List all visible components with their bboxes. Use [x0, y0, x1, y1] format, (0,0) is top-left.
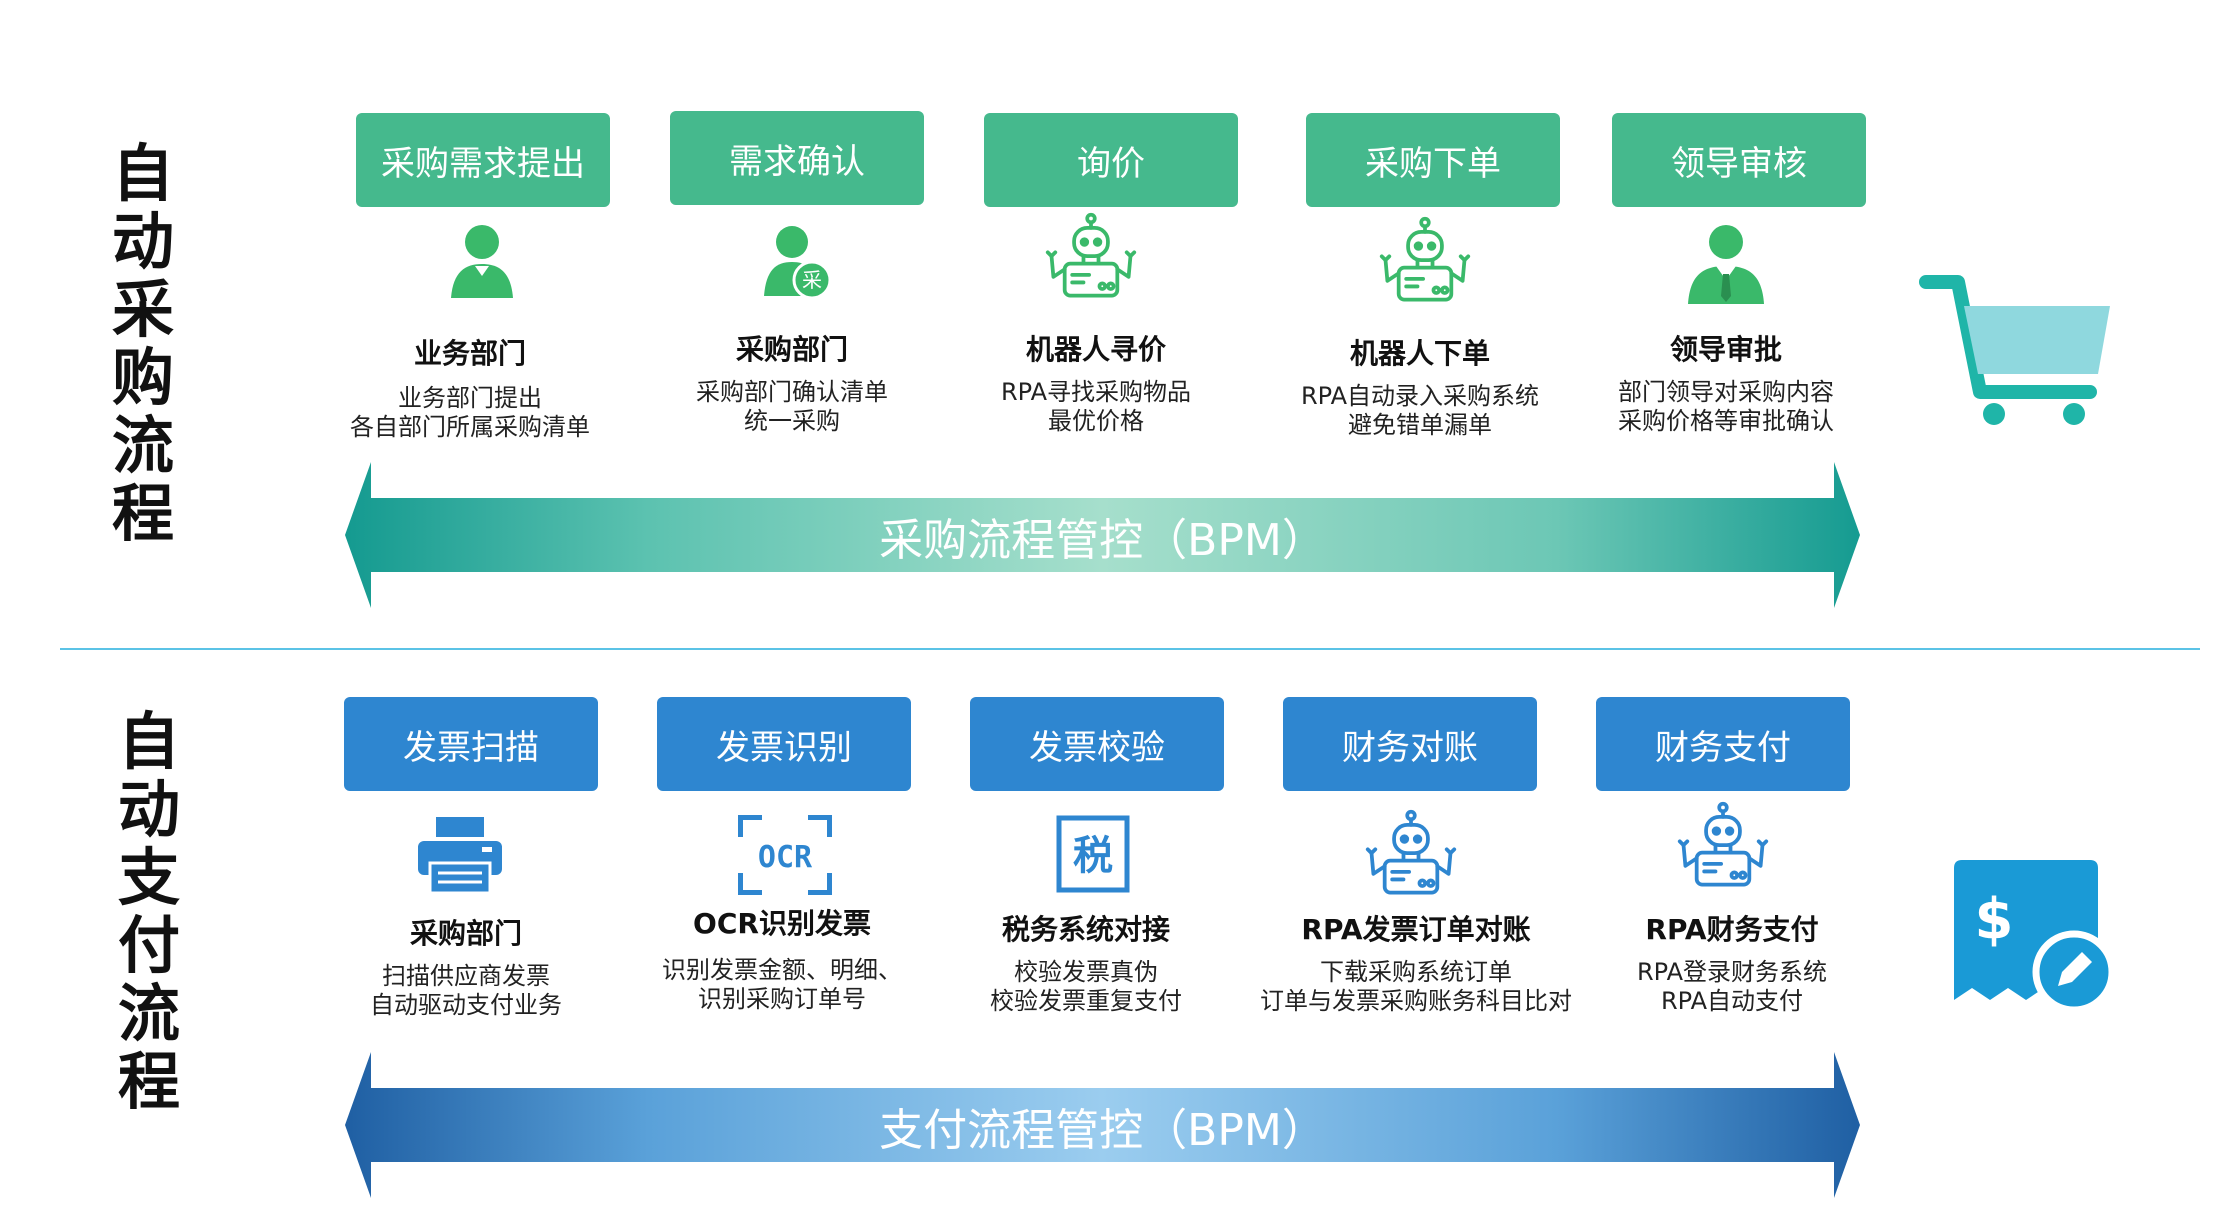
payment-bpm-label: 支付流程管控（BPM） — [879, 1105, 1326, 1156]
step-label: 税务系统对接 — [1001, 913, 1170, 946]
desc-line: 各自部门所属采购清单 — [350, 413, 590, 441]
desc-line: RPA自动录入采购系统 — [1300, 382, 1540, 410]
desc-line: 校验发票真伪 — [1014, 958, 1158, 986]
step-label: 采购部门 — [409, 917, 522, 950]
dollar-sign: $ — [1975, 887, 2014, 952]
desc-line: RPA登录财务系统 — [1636, 958, 1828, 986]
tax-text: 税 — [1073, 833, 1113, 879]
step-label: OCR识别发票 — [693, 907, 871, 940]
step-description: RPA自动录入采购系统 避免错单漏单 — [1230, 382, 1610, 440]
desc-line: RPA自动支付 — [1660, 987, 1804, 1015]
title-char: 购 — [112, 341, 175, 414]
section-divider — [60, 648, 2200, 650]
title-char: 程 — [118, 1045, 181, 1118]
step-description: 校验发票真伪 校验发票重复支付 — [896, 958, 1276, 1016]
ocr-text: OCR — [758, 840, 813, 875]
step-box-inquiry: 询价 — [984, 113, 1238, 207]
step-box-finance-reconcile: 财务对账 — [1283, 697, 1537, 791]
step-description: 采购部门确认清单 统一采购 — [602, 378, 982, 436]
desc-line: RPA寻找采购物品 — [1000, 378, 1192, 406]
step-box-invoice-verify: 发票校验 — [970, 697, 1224, 791]
step-box-place-order: 采购下单 — [1306, 113, 1560, 207]
desc-line: 自动驱动支付业务 — [370, 991, 562, 1019]
payment-bpm-arrow — [345, 1052, 1860, 1198]
payment-section-title: 自 动 支 付 流 程 — [118, 708, 180, 1116]
step-box-finance-payment: 财务支付 — [1596, 697, 1850, 791]
step-description: RPA寻找采购物品 最优价格 — [906, 378, 1286, 436]
desc-line: 最优价格 — [1048, 407, 1144, 435]
purchase-bpm-label: 采购流程管控（BPM） — [879, 515, 1326, 566]
desc-line: 识别发票金额、明细、 — [662, 956, 902, 984]
step-box-invoice-recognition: 发票识别 — [657, 697, 911, 791]
title-char: 程 — [112, 477, 175, 550]
step-label: 机器人寻价 — [1025, 333, 1166, 366]
desc-line: 统一采购 — [744, 407, 840, 435]
title-char: 采 — [112, 273, 175, 346]
step-label: 领导审批 — [1669, 333, 1782, 366]
purchaser-badge: 采 — [802, 268, 822, 292]
invoice-dollar-icon: $ — [1954, 860, 2116, 1014]
step-label: 业务部门 — [413, 337, 526, 370]
desc-line: 订单与发票采购账务科目比对 — [1260, 987, 1572, 1015]
step-box-purchase-request: 采购需求提出 — [356, 113, 610, 207]
desc-line: 下载采购系统订单 — [1320, 958, 1512, 986]
step-description: 部门领导对采购内容 采购价格等审批确认 — [1536, 378, 1916, 436]
purchase-bpm-arrow — [345, 462, 1860, 608]
step-description: 下载采购系统订单 订单与发票采购账务科目比对 — [1226, 958, 1606, 1016]
desc-line: 避免错单漏单 — [1348, 411, 1492, 439]
desc-line: 采购部门确认清单 — [696, 378, 888, 406]
robot-icon — [1378, 215, 1472, 309]
shopping-cart-icon — [1919, 275, 2110, 425]
title-char: 流 — [118, 977, 181, 1050]
user-icon — [451, 225, 513, 298]
desc-line: 业务部门提出 — [398, 384, 542, 412]
desc-line: 识别采购订单号 — [698, 985, 866, 1013]
desc-line: 部门领导对采购内容 — [1618, 378, 1834, 406]
robot-icon — [1676, 800, 1770, 894]
step-description: RPA登录财务系统 RPA自动支付 — [1542, 958, 1922, 1016]
step-label: RPA财务支付 — [1645, 913, 1819, 946]
tax-icon: 税 — [1056, 815, 1130, 893]
purchaser-icon: 采 — [764, 226, 832, 300]
desc-line: 采购价格等审批确认 — [1618, 407, 1834, 435]
step-description: 业务部门提出 各自部门所属采购清单 — [280, 384, 660, 442]
title-char: 自 — [118, 705, 181, 778]
purchase-section-title: 自 动 采 购 流 程 — [112, 140, 174, 548]
ocr-icon: OCR — [738, 815, 832, 895]
robot-icon — [1364, 808, 1458, 902]
title-char: 支 — [118, 841, 181, 914]
step-box-demand-confirm: 需求确认 — [670, 111, 924, 205]
printer-icon — [418, 817, 502, 895]
step-description: 识别发票金额、明细、 识别采购订单号 — [592, 956, 972, 1014]
title-char: 流 — [112, 409, 175, 482]
step-box-leader-review: 领导审核 — [1612, 113, 1866, 207]
step-label: 采购部门 — [735, 333, 848, 366]
title-char: 动 — [112, 205, 175, 278]
title-char: 付 — [118, 909, 181, 982]
step-box-invoice-scan: 发票扫描 — [344, 697, 598, 791]
title-char: 自 — [112, 137, 175, 210]
desc-line: 扫描供应商发票 — [382, 962, 550, 990]
manager-icon — [1688, 225, 1764, 304]
step-label: RPA发票订单对账 — [1301, 913, 1531, 946]
title-char: 动 — [118, 773, 181, 846]
desc-line: 校验发票重复支付 — [990, 987, 1182, 1015]
step-label: 机器人下单 — [1349, 337, 1490, 370]
robot-icon — [1044, 211, 1138, 305]
step-description: 扫描供应商发票 自动驱动支付业务 — [276, 962, 656, 1020]
